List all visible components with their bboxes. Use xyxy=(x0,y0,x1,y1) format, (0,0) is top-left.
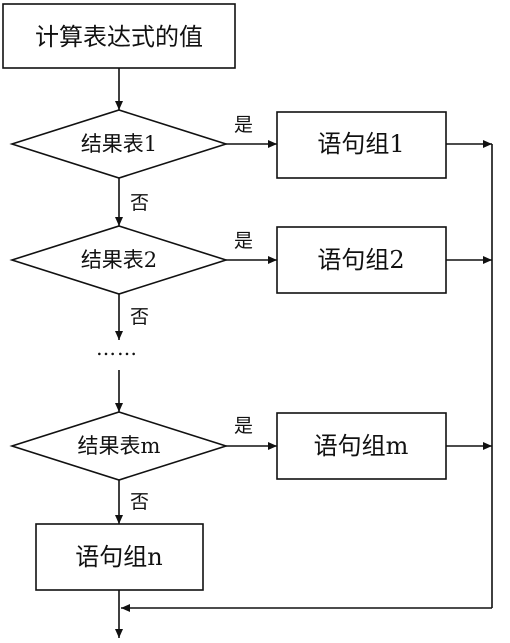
condition-label-1: 结果表1 xyxy=(81,132,157,156)
yes-label-1: 是 xyxy=(234,114,253,136)
statement-label-2: 语句组2 xyxy=(317,246,404,274)
statement-box-1 xyxy=(276,111,447,179)
start-box-label: 计算表达式的值 xyxy=(35,23,203,51)
no-label-1: 否 xyxy=(130,192,149,214)
statement-label-n: 语句组n xyxy=(75,543,162,571)
statement-box-2 xyxy=(276,226,447,294)
yes-label-m: 是 xyxy=(234,415,253,437)
condition-label-2: 结果表2 xyxy=(81,248,157,272)
yes-label-2: 是 xyxy=(234,230,253,252)
condition-label-m: 结果表m xyxy=(78,434,161,458)
statement-box-n xyxy=(35,523,204,591)
no-label-2: 否 xyxy=(130,306,149,328)
statement-label-m: 语句组m xyxy=(314,432,409,460)
statement-label-1: 语句组1 xyxy=(317,130,404,158)
start-box xyxy=(2,3,236,69)
ellipsis-label: …… xyxy=(96,336,138,360)
no-label-m: 否 xyxy=(130,491,149,513)
